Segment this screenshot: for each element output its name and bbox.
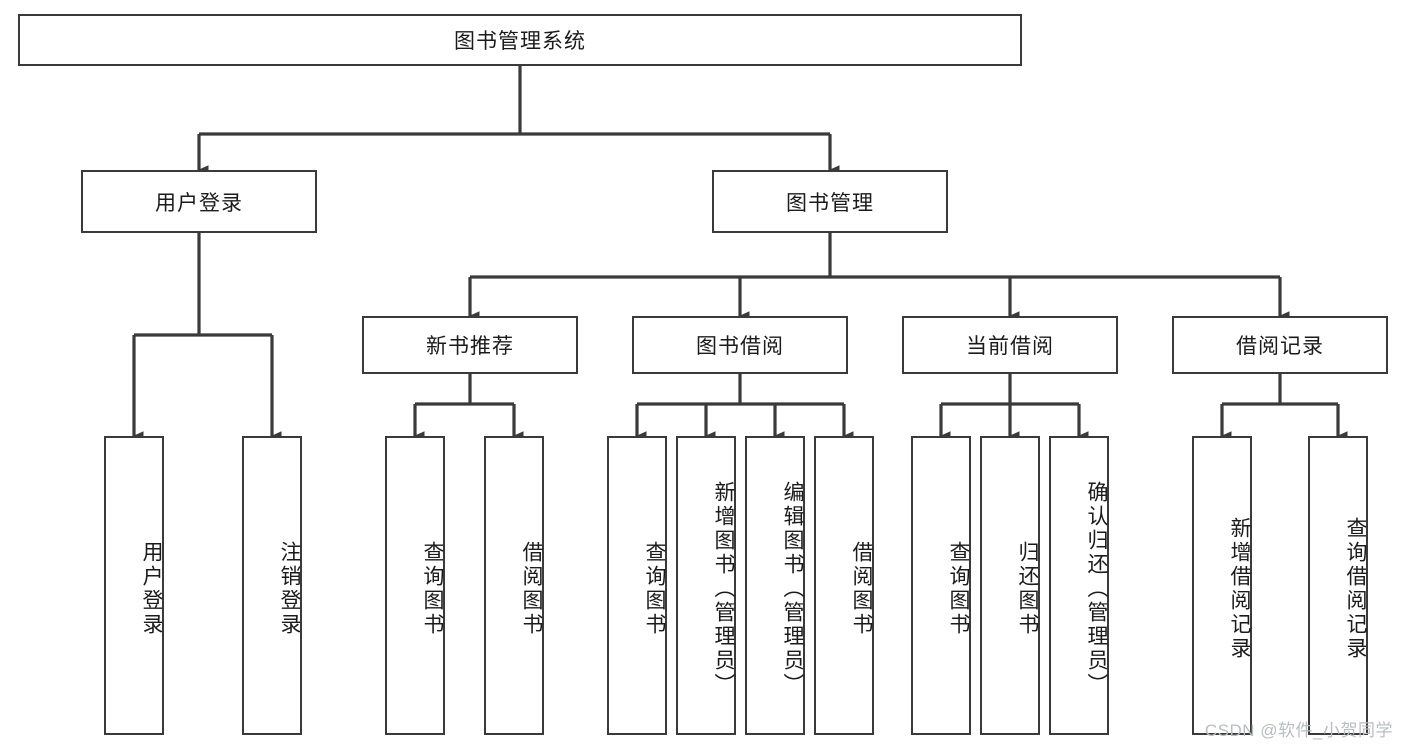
leaf-query-book-3-label: 查询图书 <box>947 540 970 637</box>
leaf-borrow-book-1-label: 借阅图书 <box>520 540 543 637</box>
leaf-user-login[interactable]: 用户登录 <box>104 436 164 735</box>
leaf-return-book[interactable]: 归还图书 <box>980 436 1040 735</box>
leaf-borrow-book-1[interactable]: 借阅图书 <box>484 436 544 735</box>
node-borrow-record[interactable]: 借阅记录 <box>1172 316 1388 374</box>
node-book-borrow-label: 图书借阅 <box>696 335 784 358</box>
leaf-query-record-label: 查询借阅记录 <box>1344 516 1367 661</box>
leaf-add-record-label: 新增借阅记录 <box>1228 516 1251 661</box>
node-current-borrow[interactable]: 当前借阅 <box>902 316 1118 374</box>
leaf-query-book-3[interactable]: 查询图书 <box>911 436 971 735</box>
node-book-borrow[interactable]: 图书借阅 <box>632 316 848 374</box>
node-root-label: 图书管理系统 <box>454 30 586 53</box>
leaf-query-book-1-label: 查询图书 <box>421 540 444 637</box>
leaf-confirm-return-label: 确认归还（管理员） <box>1085 480 1108 697</box>
node-current-borrow-label: 当前借阅 <box>966 335 1054 358</box>
leaf-return-book-label: 归还图书 <box>1016 540 1039 637</box>
node-new-book-recommend[interactable]: 新书推荐 <box>362 316 578 374</box>
node-book-manage[interactable]: 图书管理 <box>712 170 948 233</box>
leaf-borrow-book-2-label: 借阅图书 <box>850 540 873 637</box>
leaf-query-book-2[interactable]: 查询图书 <box>607 436 667 735</box>
leaf-edit-book[interactable]: 编辑图书（管理员） <box>745 436 805 735</box>
leaf-add-book[interactable]: 新增图书（管理员） <box>676 436 736 735</box>
node-borrow-record-label: 借阅记录 <box>1236 335 1324 358</box>
leaf-borrow-book-2[interactable]: 借阅图书 <box>814 436 874 735</box>
leaf-confirm-return[interactable]: 确认归还（管理员） <box>1049 436 1109 735</box>
leaf-add-record[interactable]: 新增借阅记录 <box>1192 436 1252 735</box>
leaf-user-logout[interactable]: 注销登录 <box>242 436 302 735</box>
leaf-user-login-label: 用户登录 <box>140 540 163 637</box>
node-new-book-recommend-label: 新书推荐 <box>426 335 514 358</box>
leaf-user-logout-label: 注销登录 <box>278 540 301 637</box>
leaf-query-record[interactable]: 查询借阅记录 <box>1308 436 1368 735</box>
node-book-manage-label: 图书管理 <box>786 191 874 215</box>
leaf-query-book-2-label: 查询图书 <box>643 540 666 637</box>
leaf-add-book-label: 新增图书（管理员） <box>712 480 735 697</box>
node-user-login[interactable]: 用户登录 <box>81 170 317 233</box>
node-root[interactable]: 图书管理系统 <box>18 14 1022 66</box>
node-user-login-label: 用户登录 <box>155 191 243 215</box>
leaf-edit-book-label: 编辑图书（管理员） <box>781 480 804 697</box>
leaf-query-book-1[interactable]: 查询图书 <box>385 436 445 735</box>
